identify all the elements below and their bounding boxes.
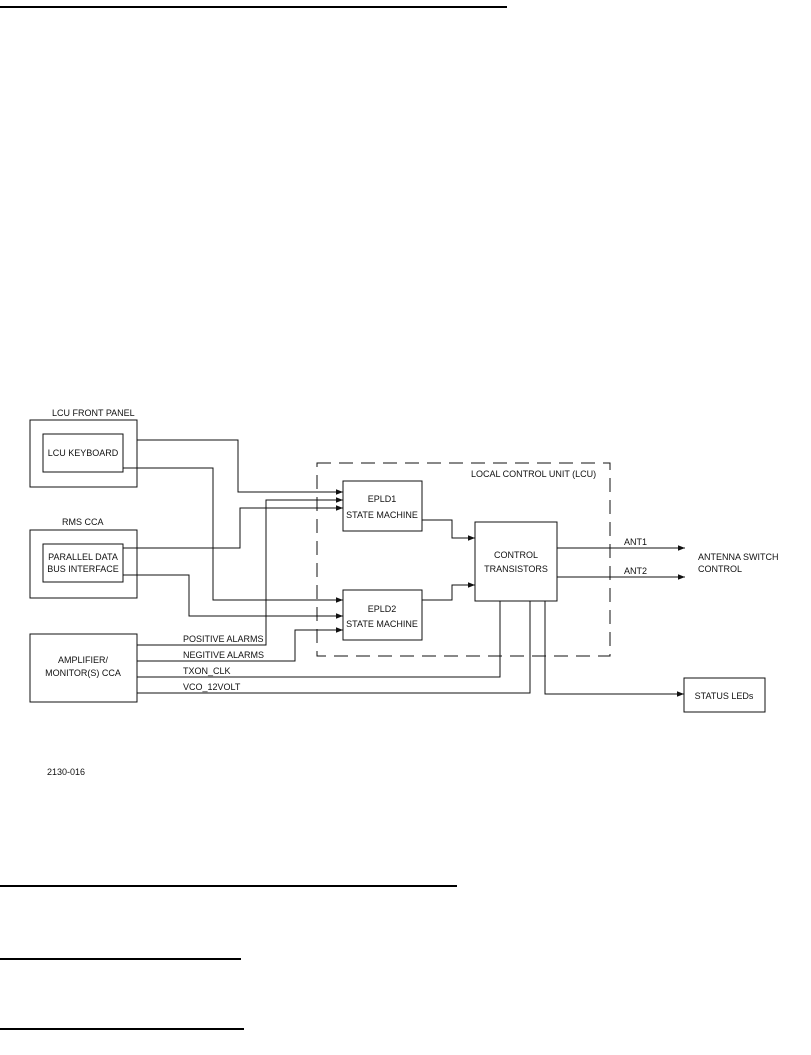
wire-vco-12volt <box>137 601 530 693</box>
control-line2: TRANSISTORS <box>484 564 548 574</box>
control-transistors-box <box>475 522 557 601</box>
parallel-bus-line2: BUS INTERFACE <box>47 564 119 574</box>
wire-front-panel-epld1 <box>137 440 343 492</box>
figure-number: 2130-016 <box>47 767 85 777</box>
wire-bus-epld1 <box>123 508 343 548</box>
wire-epld2-control <box>422 585 475 600</box>
antenna-line1: ANTENNA SWITCH <box>698 552 779 562</box>
signal-vco-12volt: VCO_12VOLT <box>183 682 241 692</box>
status-leds-label: STATUS LEDs <box>695 691 754 701</box>
signal-txon-clk: TXON_CLK <box>183 666 231 676</box>
wire-bus-epld2 <box>123 575 343 616</box>
signal-negative-alarms: NEGITIVE ALARMS <box>183 650 264 660</box>
ant1-label: ANT1 <box>624 537 647 547</box>
epld2-box <box>343 590 422 640</box>
lcu-front-panel-label: LCU FRONT PANEL <box>52 408 135 418</box>
parallel-bus-line1: PARALLEL DATA <box>48 552 118 562</box>
epld2-line1: EPLD2 <box>368 604 397 614</box>
wire-status-leds <box>545 601 684 694</box>
epld2-line2: STATE MACHINE <box>346 619 418 629</box>
lcu-label: LOCAL CONTROL UNIT (LCU) <box>471 469 596 479</box>
amplifier-line2: MONITOR(S) CCA <box>45 668 121 678</box>
ant2-label: ANT2 <box>624 566 647 576</box>
rms-cca-label: RMS CCA <box>62 517 104 527</box>
antenna-line2: CONTROL <box>698 564 742 574</box>
amplifier-line1: AMPLIFIER/ <box>58 655 109 665</box>
parallel-bus-box <box>43 544 123 582</box>
control-line1: CONTROL <box>494 550 538 560</box>
epld1-box <box>343 481 422 531</box>
epld1-line2: STATE MACHINE <box>346 510 418 520</box>
lcu-keyboard-label: LCU KEYBOARD <box>48 448 119 458</box>
wire-keyboard-epld2 <box>123 468 343 600</box>
wire-epld1-control <box>422 520 475 538</box>
epld1-line1: EPLD1 <box>368 494 397 504</box>
signal-positive-alarms: POSITIVE ALARMS <box>183 634 264 644</box>
